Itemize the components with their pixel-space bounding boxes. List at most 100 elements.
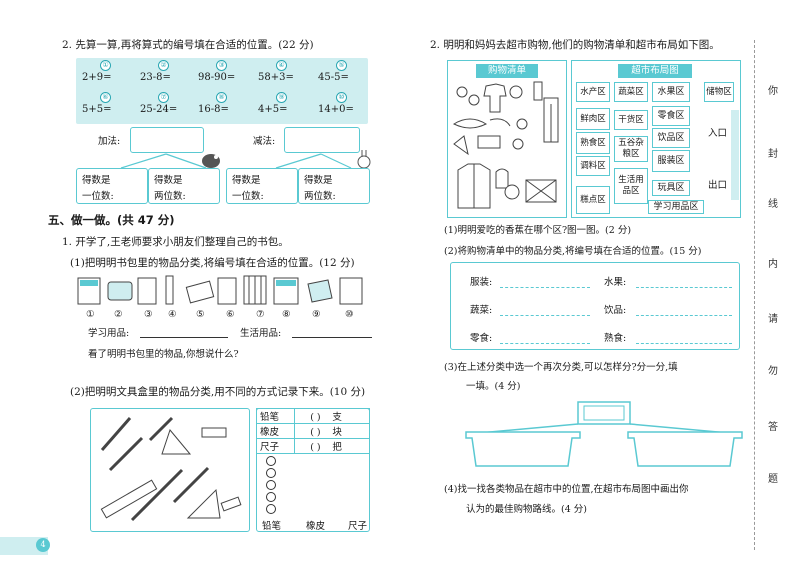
page-number: 4: [36, 538, 50, 552]
zone-box[interactable]: 蔬菜区: [614, 82, 648, 102]
margin-char: 答: [768, 422, 778, 433]
tray-left-input[interactable]: [472, 438, 572, 466]
expression-number: ⑤: [336, 60, 347, 71]
zone-box[interactable]: 干货区: [614, 110, 648, 130]
expression: 2+9=: [82, 72, 112, 83]
expression: 23-8=: [140, 72, 171, 83]
result-box-2[interactable]: [148, 168, 220, 204]
margin-char: 线: [768, 199, 778, 210]
res-b-3: 一位数:: [232, 191, 264, 202]
tray-right-input[interactable]: [636, 438, 736, 466]
item-number: ⑩: [345, 309, 354, 320]
exit-label: 出口: [708, 180, 728, 191]
supermarket-layout-box: [571, 60, 741, 218]
bottom-label-eraser: 橡皮: [306, 521, 326, 532]
entry-label: 入口: [708, 128, 728, 139]
tally-circle[interactable]: [266, 492, 276, 502]
row-ruler-name: 尺子: [255, 438, 296, 454]
tally-circle[interactable]: [266, 456, 276, 466]
tally-circle[interactable]: [266, 480, 276, 490]
zone-box[interactable]: 水果区: [652, 82, 690, 102]
cat-clothes: 服装:: [470, 277, 493, 288]
line-clothes[interactable]: [500, 287, 590, 288]
expression: 4+5=: [258, 104, 288, 115]
res-c-4: 两位数:: [304, 191, 336, 202]
margin-char: 你: [768, 86, 778, 97]
zone-box[interactable]: 水产区: [576, 82, 610, 102]
zone-box[interactable]: 熟食区: [576, 132, 610, 154]
zone-box[interactable]: 储物区: [704, 82, 734, 102]
rabbit-icon: [357, 150, 371, 169]
zone-box[interactable]: 糕点区: [576, 186, 610, 214]
res-a-3: 得数是: [232, 175, 261, 186]
study-answer-line[interactable]: [140, 337, 228, 338]
layout-title: 超市布局图: [618, 64, 692, 78]
tray-top-input[interactable]: [578, 402, 630, 424]
cat-snack: 零食:: [470, 333, 493, 344]
sub-label: 减法:: [253, 136, 276, 147]
line-drink[interactable]: [636, 315, 732, 316]
line-deli[interactable]: [636, 343, 732, 344]
sub4a: (4)找一找各类物品在超市中的位置,在超市布局图中画出你: [444, 484, 689, 495]
sub3b: 一填。(4 分): [466, 381, 521, 392]
line-veg[interactable]: [500, 315, 590, 316]
stationery-drawing: [100, 416, 242, 522]
pencil-case-box: [90, 408, 250, 532]
expression-number: ⑨: [276, 92, 287, 103]
zone-box[interactable]: 学习用品区: [648, 200, 704, 214]
res-a-1: 得数是: [82, 175, 111, 186]
item-number: ⑦: [256, 309, 265, 320]
add-answer-box[interactable]: [130, 127, 204, 153]
expression-number: ③: [216, 60, 227, 71]
margin-char: 封: [768, 149, 778, 160]
row-eraser-count[interactable]: ( )块: [294, 423, 370, 439]
item-number: ⑨: [312, 309, 321, 320]
expression-number: ⑦: [158, 92, 169, 103]
tally-circle[interactable]: [266, 504, 276, 514]
cat-veg: 蔬菜:: [470, 305, 493, 316]
life-answer-line[interactable]: [292, 337, 372, 338]
result-box-4[interactable]: [298, 168, 370, 204]
expression-number: ②: [158, 60, 169, 71]
item-number: ⑤: [196, 309, 205, 320]
row-pencil-count[interactable]: ( )支: [294, 408, 370, 424]
margin-char: 内: [768, 259, 778, 270]
sorting-tray-diagram: [465, 401, 743, 467]
branch-lines: [120, 153, 352, 169]
expression-number: ⑩: [336, 92, 347, 103]
item-number: ③: [144, 309, 153, 320]
expression: 45-5=: [318, 72, 349, 83]
sub4b: 认为的最佳购物路线。(4 分): [466, 504, 587, 515]
item-number: ④: [168, 309, 177, 320]
zone-box[interactable]: 零食区: [652, 106, 690, 126]
line-snack[interactable]: [500, 343, 590, 344]
zone-box[interactable]: 调料区: [576, 156, 610, 176]
cat-deli: 熟食:: [604, 333, 627, 344]
q1-title: 1. 开学了,王老师要求小朋友们整理自己的书包。: [62, 236, 289, 248]
sub3a: (3)在上述分类中选一个再次分类,可以怎样分?分一分,填: [444, 362, 678, 373]
shopping-list-box: [447, 60, 567, 218]
line-fruit[interactable]: [636, 287, 732, 288]
hedgehog-icon: [202, 154, 220, 168]
q1-1-title: (1)把明明书包里的物品分类,将编号填在合适的位置。(12 分): [70, 257, 355, 269]
result-box-1[interactable]: [76, 168, 148, 204]
zone-box[interactable]: 生活用品区: [614, 168, 648, 204]
row-ruler-count[interactable]: ( )把: [294, 438, 370, 454]
expression: 14+0=: [318, 104, 354, 115]
zone-box[interactable]: 服装区: [652, 150, 690, 172]
expression-number: ①: [100, 60, 111, 71]
expression-number: ⑥: [100, 92, 111, 103]
row-eraser-name: 橡皮: [255, 423, 296, 439]
expression: 16-8=: [198, 104, 229, 115]
zone-box[interactable]: 鲜肉区: [576, 108, 610, 130]
expression: 98-90=: [198, 72, 236, 83]
tally-circle[interactable]: [266, 468, 276, 478]
study-label: 学习用品:: [88, 328, 130, 339]
count-table: 铅笔( )支 橡皮( )块 尺子( )把: [255, 408, 370, 454]
zone-box[interactable]: 饮品区: [652, 128, 690, 148]
sub2: (2)将购物清单中的物品分类,将编号填在合适的位置。(15 分): [444, 246, 702, 257]
sub-answer-box[interactable]: [284, 127, 360, 153]
zone-box[interactable]: 玩具区: [652, 180, 690, 196]
zone-box[interactable]: 五谷杂粮区: [614, 136, 648, 162]
result-box-3[interactable]: [226, 168, 298, 204]
